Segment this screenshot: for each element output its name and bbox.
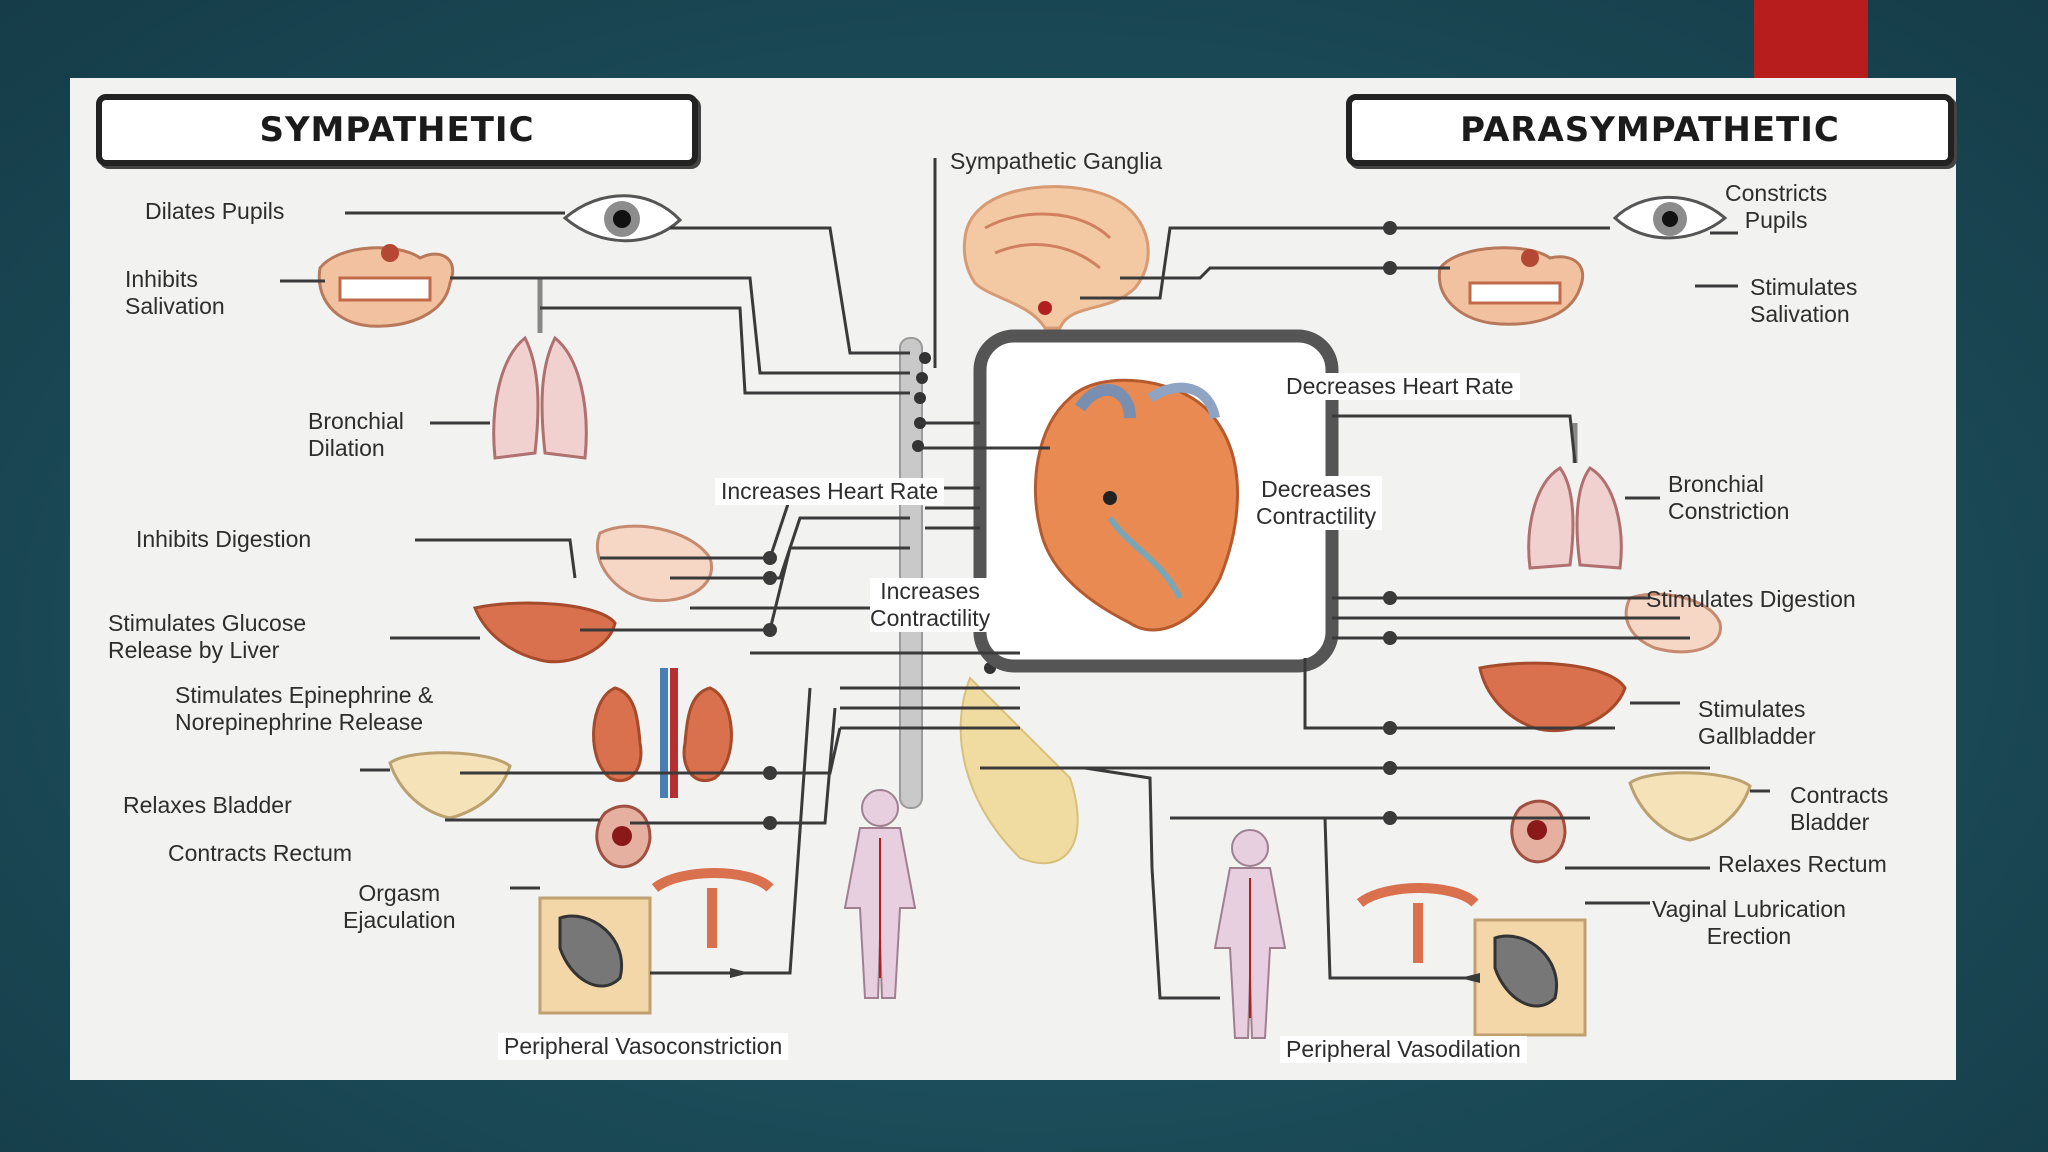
stomach-icon bbox=[595, 524, 714, 603]
eye-icon bbox=[562, 194, 683, 243]
rectum-icon bbox=[1510, 799, 1567, 864]
label-peripheral-vasodilation: Peripheral Vasodilation bbox=[1280, 1036, 1527, 1063]
label-relaxes-bladder: Relaxes Bladder bbox=[123, 792, 292, 818]
label-stimulates-digestion: Stimulates Digestion bbox=[1646, 586, 1856, 612]
nerve-arrowheads bbox=[730, 221, 1480, 983]
salivary-gland-icon bbox=[1437, 246, 1585, 326]
lungs-icon bbox=[1527, 423, 1623, 570]
liver-icon bbox=[1478, 661, 1627, 733]
reproductive-organs-icon bbox=[1356, 883, 1587, 1037]
heart-icon bbox=[1033, 378, 1239, 632]
sympathetic-title: SYMPATHETIC bbox=[96, 94, 698, 166]
label-dilates-pupils: Dilates Pupils bbox=[145, 198, 285, 224]
rectum-icon bbox=[595, 804, 652, 869]
eye-icon bbox=[1612, 195, 1728, 240]
label-decreases-heart-rate: Decreases Heart Rate bbox=[1280, 373, 1520, 400]
reproductive-organs-icon bbox=[538, 868, 774, 1015]
label-epinephrine-release: Stimulates Epinephrine &Norepinephrine R… bbox=[175, 682, 434, 735]
label-contracts-rectum: Contracts Rectum bbox=[168, 840, 353, 866]
salivary-gland-icon bbox=[317, 244, 455, 328]
label-peripheral-vasoconstriction: Peripheral Vasoconstriction bbox=[498, 1033, 789, 1060]
brain-icon bbox=[962, 185, 1150, 330]
label-increases-heart-rate: Increases Heart Rate bbox=[715, 478, 945, 505]
label-inhibits-digestion: Inhibits Digestion bbox=[136, 526, 312, 552]
label-sympathetic-ganglia: Sympathetic Ganglia bbox=[950, 148, 1163, 174]
diagram-panel: SYMPATHETIC PARASYMPATHETIC Sympathetic … bbox=[70, 78, 1956, 1080]
kidney-icon bbox=[592, 668, 733, 798]
parasympathetic-title: PARASYMPATHETIC bbox=[1346, 94, 1954, 166]
nervous-system-diagram bbox=[280, 158, 1770, 1039]
lungs-icon bbox=[492, 278, 588, 460]
human-figure-icon bbox=[843, 789, 917, 999]
accent-bar bbox=[1754, 0, 1868, 78]
spinal-cord-icon bbox=[899, 337, 1079, 865]
liver-icon bbox=[472, 601, 617, 664]
bladder-icon bbox=[1628, 771, 1752, 842]
bladder-icon bbox=[388, 751, 512, 820]
human-figure-icon bbox=[1213, 829, 1287, 1039]
label-relaxes-rectum: Relaxes Rectum bbox=[1718, 851, 1887, 877]
